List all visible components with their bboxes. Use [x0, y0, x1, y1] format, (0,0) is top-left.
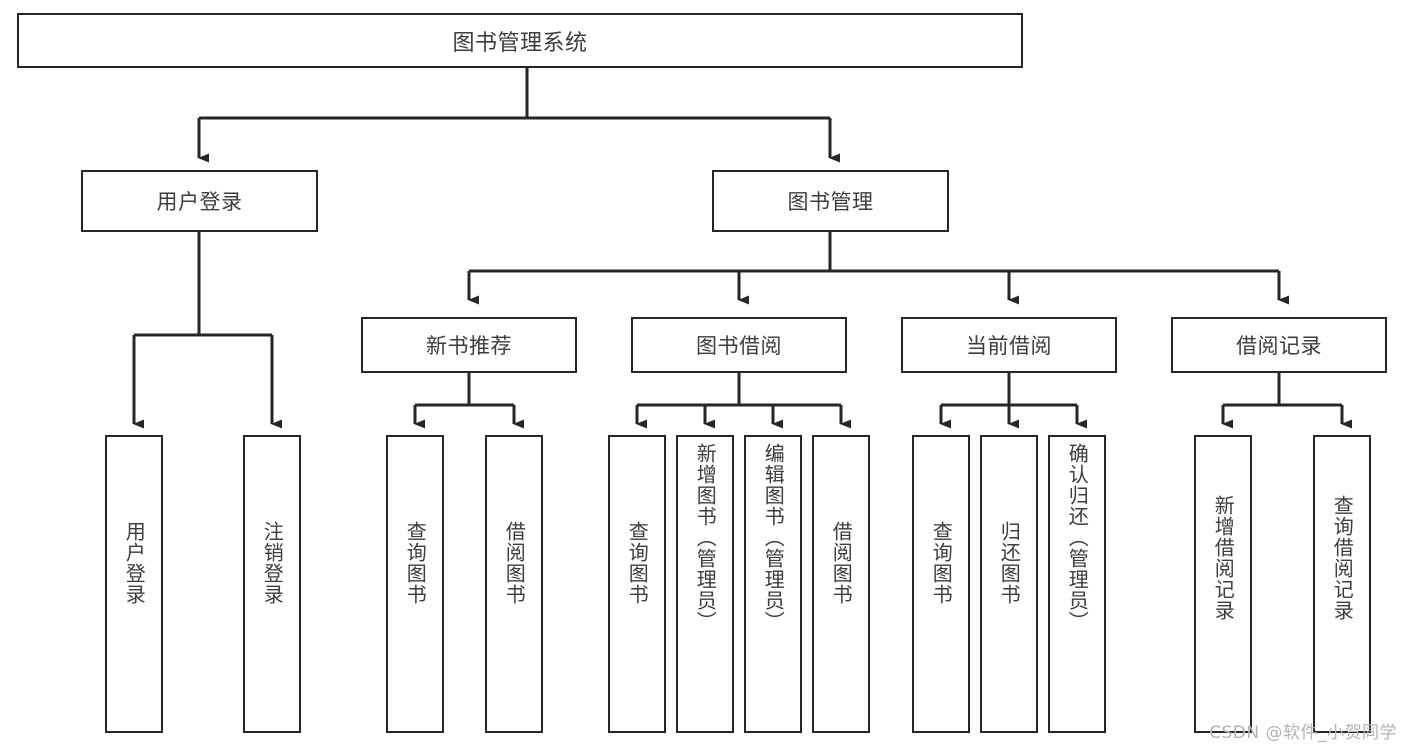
node-label: 查询图书: [625, 521, 650, 605]
node-root-system[interactable]: 图书管理系统: [17, 13, 1023, 68]
node-label: 查询图书: [403, 521, 428, 605]
node-label: 用户登录: [156, 190, 243, 214]
node-label: 注销登录: [260, 521, 285, 605]
node-leaf-add-book-admin[interactable]: 新增图书（管理员）: [676, 435, 734, 733]
node-label: 查询借阅记录: [1330, 495, 1355, 621]
node-leaf-confirm-return-admin[interactable]: 确认归还（管理员）: [1048, 435, 1106, 733]
node-user-login[interactable]: 用户登录: [81, 170, 318, 232]
node-label: 图书管理系统: [452, 30, 588, 56]
node-label: 借阅图书: [502, 521, 527, 605]
node-book-borrowing[interactable]: 图书借阅: [631, 317, 847, 373]
node-leaf-borrow-books-nb[interactable]: 借阅图书: [485, 435, 543, 733]
node-label: 查询图书: [929, 521, 954, 605]
watermark-text: CSDN @软件_小贺同学: [1209, 723, 1397, 743]
node-label: 新增图书（管理员）: [693, 443, 718, 632]
node-leaf-query-books-bb[interactable]: 查询图书: [608, 435, 666, 733]
node-leaf-query-books-nb[interactable]: 查询图书: [386, 435, 444, 733]
node-leaf-add-borrow-record[interactable]: 新增借阅记录: [1194, 435, 1252, 733]
node-label: 确认归还（管理员）: [1065, 443, 1090, 632]
node-book-management[interactable]: 图书管理: [712, 170, 949, 232]
node-label: 图书借阅: [696, 334, 782, 358]
node-label: 编辑图书（管理员）: [761, 443, 786, 632]
node-label: 借阅图书: [829, 521, 854, 605]
node-label: 借阅记录: [1236, 334, 1322, 358]
node-label: 用户登录: [122, 521, 147, 605]
node-leaf-logout[interactable]: 注销登录: [243, 435, 301, 733]
node-new-book-recommendation[interactable]: 新书推荐: [361, 317, 577, 373]
node-label: 新增借阅记录: [1211, 495, 1236, 621]
node-leaf-query-borrow-record[interactable]: 查询借阅记录: [1313, 435, 1371, 733]
node-leaf-borrow-books-bb[interactable]: 借阅图书: [812, 435, 870, 733]
node-label: 图书管理: [787, 190, 874, 214]
node-leaf-edit-book-admin[interactable]: 编辑图书（管理员）: [744, 435, 802, 733]
node-leaf-query-books-cb[interactable]: 查询图书: [912, 435, 970, 733]
node-label: 新书推荐: [426, 334, 512, 358]
node-borrowing-records[interactable]: 借阅记录: [1171, 317, 1387, 373]
node-leaf-return-books[interactable]: 归还图书: [980, 435, 1038, 733]
node-label: 归还图书: [997, 521, 1022, 605]
node-leaf-user-login[interactable]: 用户登录: [105, 435, 163, 733]
node-current-borrowing[interactable]: 当前借阅: [901, 317, 1117, 373]
node-label: 当前借阅: [966, 334, 1052, 358]
